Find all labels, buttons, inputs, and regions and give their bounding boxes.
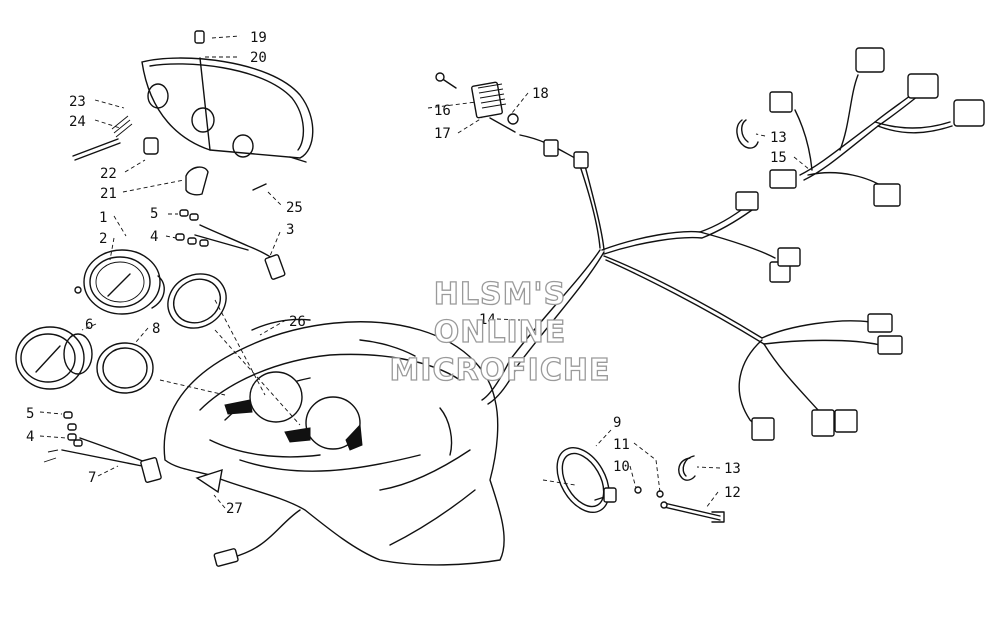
harness-connectors — [543, 139, 903, 441]
voltage-regulator — [435, 72, 519, 133]
callout-18: 18 — [532, 86, 549, 102]
headlight-clip — [252, 183, 267, 191]
callout-22: 22 — [100, 166, 117, 182]
gauge-wire-harness-upper — [175, 209, 286, 280]
callout-13-lower: 13 — [724, 461, 741, 477]
decal-warning-triangle — [195, 468, 223, 494]
tachometer-bezel-ring — [96, 342, 154, 394]
lamp-hardware — [634, 486, 725, 523]
callout-13-upper: 13 — [770, 130, 787, 146]
watermark-line-1: HLSM'S — [434, 277, 566, 312]
callout-14: 14 — [479, 312, 496, 328]
leader-lines — [39, 35, 811, 509]
callout-11: 11 — [613, 437, 630, 453]
callout-6: 6 — [85, 317, 93, 333]
callout-23: 23 — [69, 94, 86, 110]
watermark-line-2: ONLINE — [434, 315, 567, 350]
pod-wire-lead — [213, 509, 301, 567]
callout-25: 25 — [286, 200, 303, 216]
watermark: HLSM'S ONLINE MICROFICHE — [389, 276, 611, 388]
callout-15: 15 — [770, 150, 787, 166]
clamp-ring-lower — [678, 455, 696, 481]
lamp-housing — [556, 447, 617, 513]
headlight-bolt — [72, 115, 133, 161]
speedometer-bezel-ring — [167, 273, 227, 329]
callout-9: 9 — [613, 415, 621, 431]
bulb-socket — [185, 166, 209, 196]
callout-5-upper: 5 — [150, 206, 158, 222]
callout-16: 16 — [434, 103, 451, 119]
callout-4-upper: 4 — [150, 229, 158, 245]
callout-10: 10 — [613, 459, 630, 475]
callout-27: 27 — [226, 501, 243, 517]
adjuster-bushing — [143, 137, 159, 155]
speedometer — [74, 249, 165, 315]
watermark-line-3: MICROFICHE — [390, 353, 611, 388]
callout-26: 26 — [289, 314, 306, 330]
callout-8: 8 — [152, 321, 160, 337]
instrument-pod — [163, 318, 505, 566]
main-wiring-harness — [481, 134, 881, 431]
clamp-ring-upper — [736, 119, 759, 149]
headlight-sub-harness — [769, 47, 985, 207]
gauge-wire-harness-lower — [43, 411, 162, 483]
tachometer — [15, 326, 93, 390]
callout-12: 12 — [724, 485, 741, 501]
callout-4-lower: 4 — [26, 429, 34, 445]
callout-5-lower: 5 — [26, 406, 34, 422]
callout-24: 24 — [69, 114, 86, 130]
callout-17: 17 — [434, 126, 451, 142]
callout-21: 21 — [100, 186, 117, 202]
callout-3: 3 — [286, 222, 294, 238]
callout-labels: 19 20 23 24 22 21 25 1 2 5 4 3 6 8 26 5 … — [26, 30, 787, 517]
callout-2: 2 — [99, 231, 107, 247]
callout-1: 1 — [99, 210, 107, 226]
callout-19: 19 — [250, 30, 267, 46]
callout-7: 7 — [88, 470, 96, 486]
callout-20: 20 — [250, 50, 267, 66]
headlight-assembly — [141, 30, 314, 163]
